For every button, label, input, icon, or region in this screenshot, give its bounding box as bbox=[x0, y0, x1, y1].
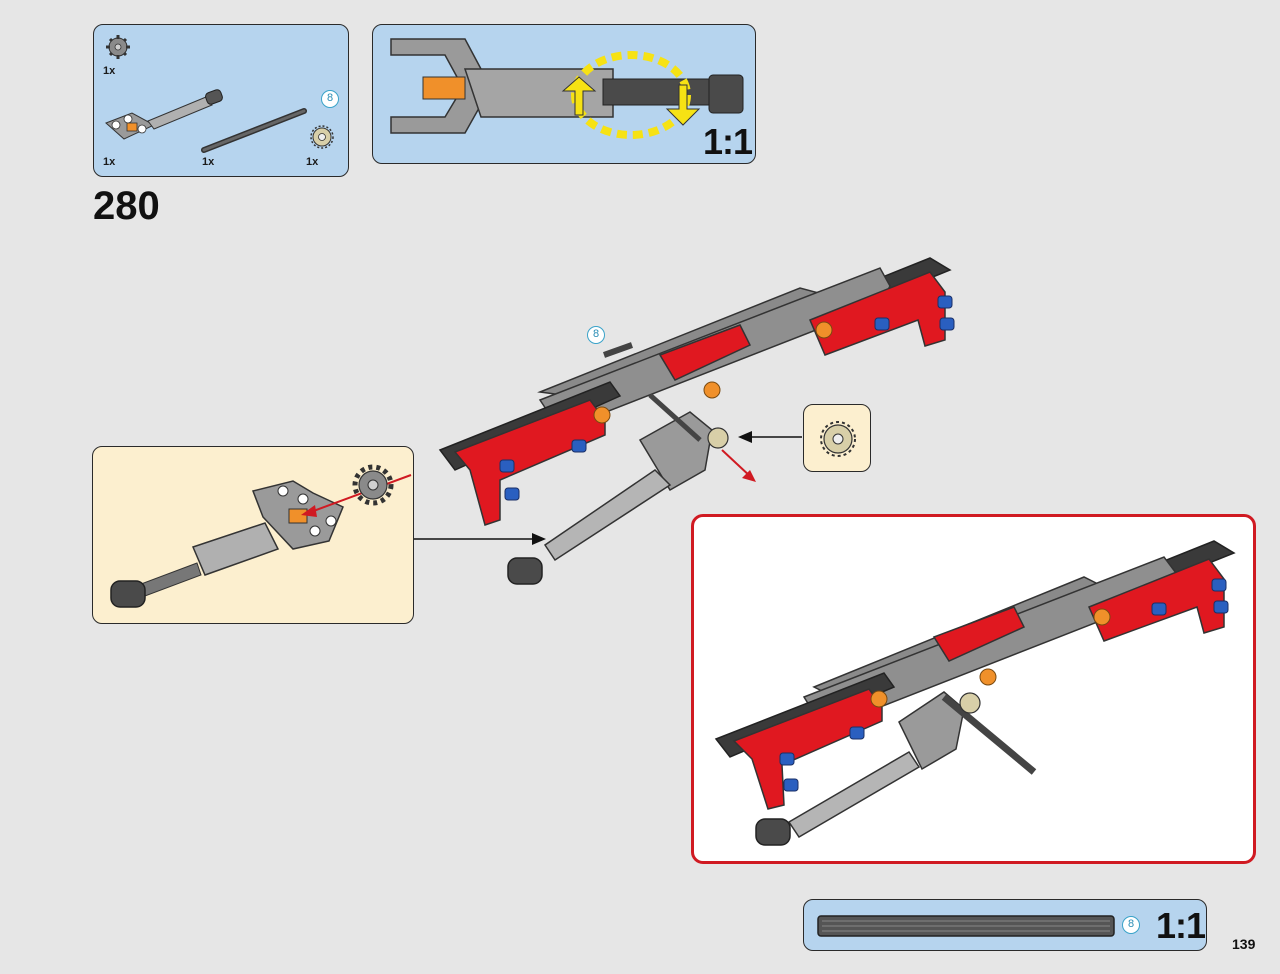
parts-list-panel: 1x 1x 1x 1x 8 bbox=[93, 24, 349, 177]
gear-qty: 1x bbox=[103, 65, 116, 77]
result-illustration bbox=[714, 540, 1236, 846]
bushing-gear-callout bbox=[803, 404, 871, 472]
axle-length-label: 8 bbox=[321, 90, 339, 108]
scale-illustration-top bbox=[390, 38, 744, 139]
sub-assembly-illustration bbox=[110, 464, 412, 608]
shock-absorber-qty: 1x bbox=[103, 156, 116, 168]
page-number: 139 bbox=[1232, 936, 1256, 952]
scale-panel-top: 1:1 bbox=[372, 24, 756, 164]
scale-label-bottom: 1:1 bbox=[1156, 905, 1206, 946]
main-axle-length-label: 8 bbox=[587, 326, 605, 344]
axle-part-icon bbox=[201, 108, 307, 153]
step-number: 280 bbox=[93, 184, 160, 228]
bushing-gear-part-icon bbox=[310, 125, 334, 149]
axle-scale-length-label: 8 bbox=[1122, 916, 1140, 934]
sub-assembly-callout bbox=[92, 446, 414, 624]
shock-absorber-part-icon bbox=[105, 89, 223, 140]
axle-scale-illustration bbox=[817, 915, 1115, 937]
scale-label-top: 1:1 bbox=[703, 121, 753, 162]
scale-panel-bottom: 8 1:1 bbox=[803, 899, 1207, 951]
bushing-gear-qty: 1x bbox=[306, 156, 319, 168]
axle-qty: 1x bbox=[202, 156, 215, 168]
parts-list-illustration bbox=[105, 35, 334, 153]
result-panel bbox=[691, 514, 1256, 864]
gear-part-icon bbox=[106, 35, 130, 59]
bushing-gear-callout-illustration bbox=[820, 421, 856, 457]
